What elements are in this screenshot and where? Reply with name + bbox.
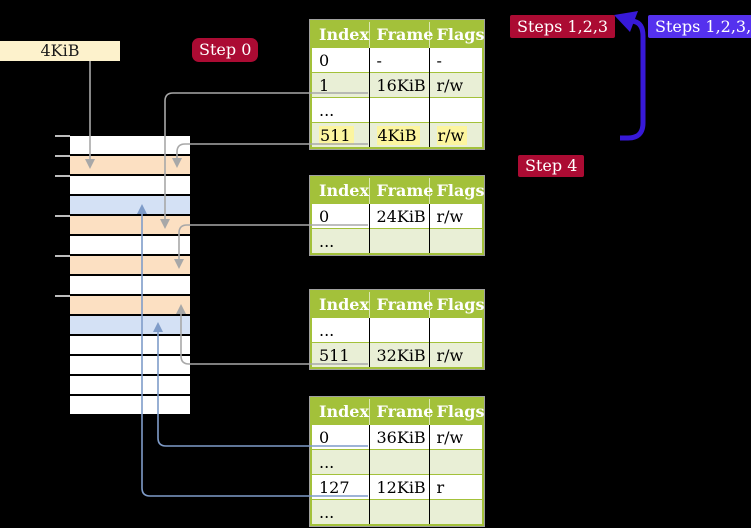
table-cell <box>369 449 430 475</box>
table-cell: 0 <box>311 424 370 450</box>
table-cell: 511 <box>311 122 370 148</box>
loop-arrow <box>614 11 646 141</box>
table-cell <box>429 499 483 525</box>
badge-steps-1234: Steps 1,2,3,4 <box>648 15 751 38</box>
table-cell: r/w <box>429 122 483 148</box>
badge-step-4: Step 4 <box>518 155 585 177</box>
table-cell: 24KiB <box>369 203 430 229</box>
table-cell: 0 <box>311 203 370 229</box>
table-cell: r/w <box>429 424 483 450</box>
memory-frame-row <box>70 256 190 274</box>
loop-arrowhead-icon <box>614 11 638 32</box>
table-cell: 0 <box>311 47 370 73</box>
table-cell: ... <box>311 97 370 123</box>
table-cell: 4KiB <box>369 122 430 148</box>
table-cell: - <box>369 47 430 73</box>
memory-frame-row <box>70 356 190 374</box>
highlighted-value: 4KiB <box>376 125 420 145</box>
column-header: Frame <box>369 21 433 48</box>
column-header: Frame <box>369 398 433 425</box>
table-row: 0-- <box>311 47 483 73</box>
table-cell: 16KiB <box>369 72 430 98</box>
column-header: Flags <box>429 291 485 318</box>
table-cell: r/w <box>429 72 483 98</box>
table-row: 511 4KiB r/w <box>311 122 483 148</box>
column-header: Flags <box>429 398 485 425</box>
table-row: ... <box>311 499 483 525</box>
column-header: Flags <box>429 177 485 204</box>
memory-frame-row <box>70 136 190 154</box>
table-cell: 1 <box>311 72 370 98</box>
table-row: ... <box>311 97 483 123</box>
table-cell: r <box>429 474 483 500</box>
column-header: Index <box>311 21 370 48</box>
table-cell <box>369 499 430 525</box>
memory-frame-row <box>70 296 190 314</box>
column-header: Index <box>311 398 370 425</box>
table-cell <box>369 97 430 123</box>
memory-frame-row <box>70 276 190 294</box>
memory-frame-row <box>70 396 190 414</box>
table-cell: - <box>429 47 483 73</box>
memory-frame-row <box>70 336 190 354</box>
table-cell: 36KiB <box>369 424 430 450</box>
table-cell: r/w <box>429 342 483 368</box>
memory-frame-row <box>70 176 190 194</box>
table-cell <box>369 228 430 254</box>
badge-steps-123: Steps 1,2,3 <box>510 15 616 38</box>
column-header: Frame <box>369 177 433 204</box>
badge-step-0: Step 0 <box>192 38 259 62</box>
memory-frame-row <box>70 376 190 394</box>
table-row: ... <box>311 317 483 343</box>
table-cell: 12KiB <box>369 474 430 500</box>
table-cell <box>429 228 483 254</box>
table-cell <box>429 449 483 475</box>
memory-frame-row <box>70 216 190 234</box>
table-cell: 511 <box>311 342 370 368</box>
column-header: Frame <box>369 291 433 318</box>
table-cell: 32KiB <box>369 342 430 368</box>
table-row: ... <box>311 228 483 254</box>
table-cell: ... <box>311 317 370 343</box>
highlighted-value: r/w <box>436 125 468 145</box>
table-row: ... <box>311 449 483 475</box>
table-cell <box>429 97 483 123</box>
loop-arrow-shaft <box>620 18 646 141</box>
column-header: Index <box>311 177 370 204</box>
column-header: Flags <box>429 21 485 48</box>
table-cell: ... <box>311 449 370 475</box>
highlighted-value: 511 <box>319 125 354 145</box>
memory-frame-row <box>70 156 190 174</box>
memory-frame-row <box>70 196 190 214</box>
memory-frame-row <box>70 236 190 254</box>
memory-frame-row <box>70 316 190 334</box>
table-cell: r/w <box>429 203 483 229</box>
address-ticks <box>55 135 70 297</box>
memory-stack <box>70 136 190 416</box>
table-cell: ... <box>311 228 370 254</box>
page-size-label: 4KiB <box>0 41 120 61</box>
table-cell: ... <box>311 499 370 525</box>
table-cell <box>369 317 430 343</box>
table-cell: 127 <box>311 474 370 500</box>
table-cell <box>429 317 483 343</box>
column-header: Index <box>311 291 370 318</box>
